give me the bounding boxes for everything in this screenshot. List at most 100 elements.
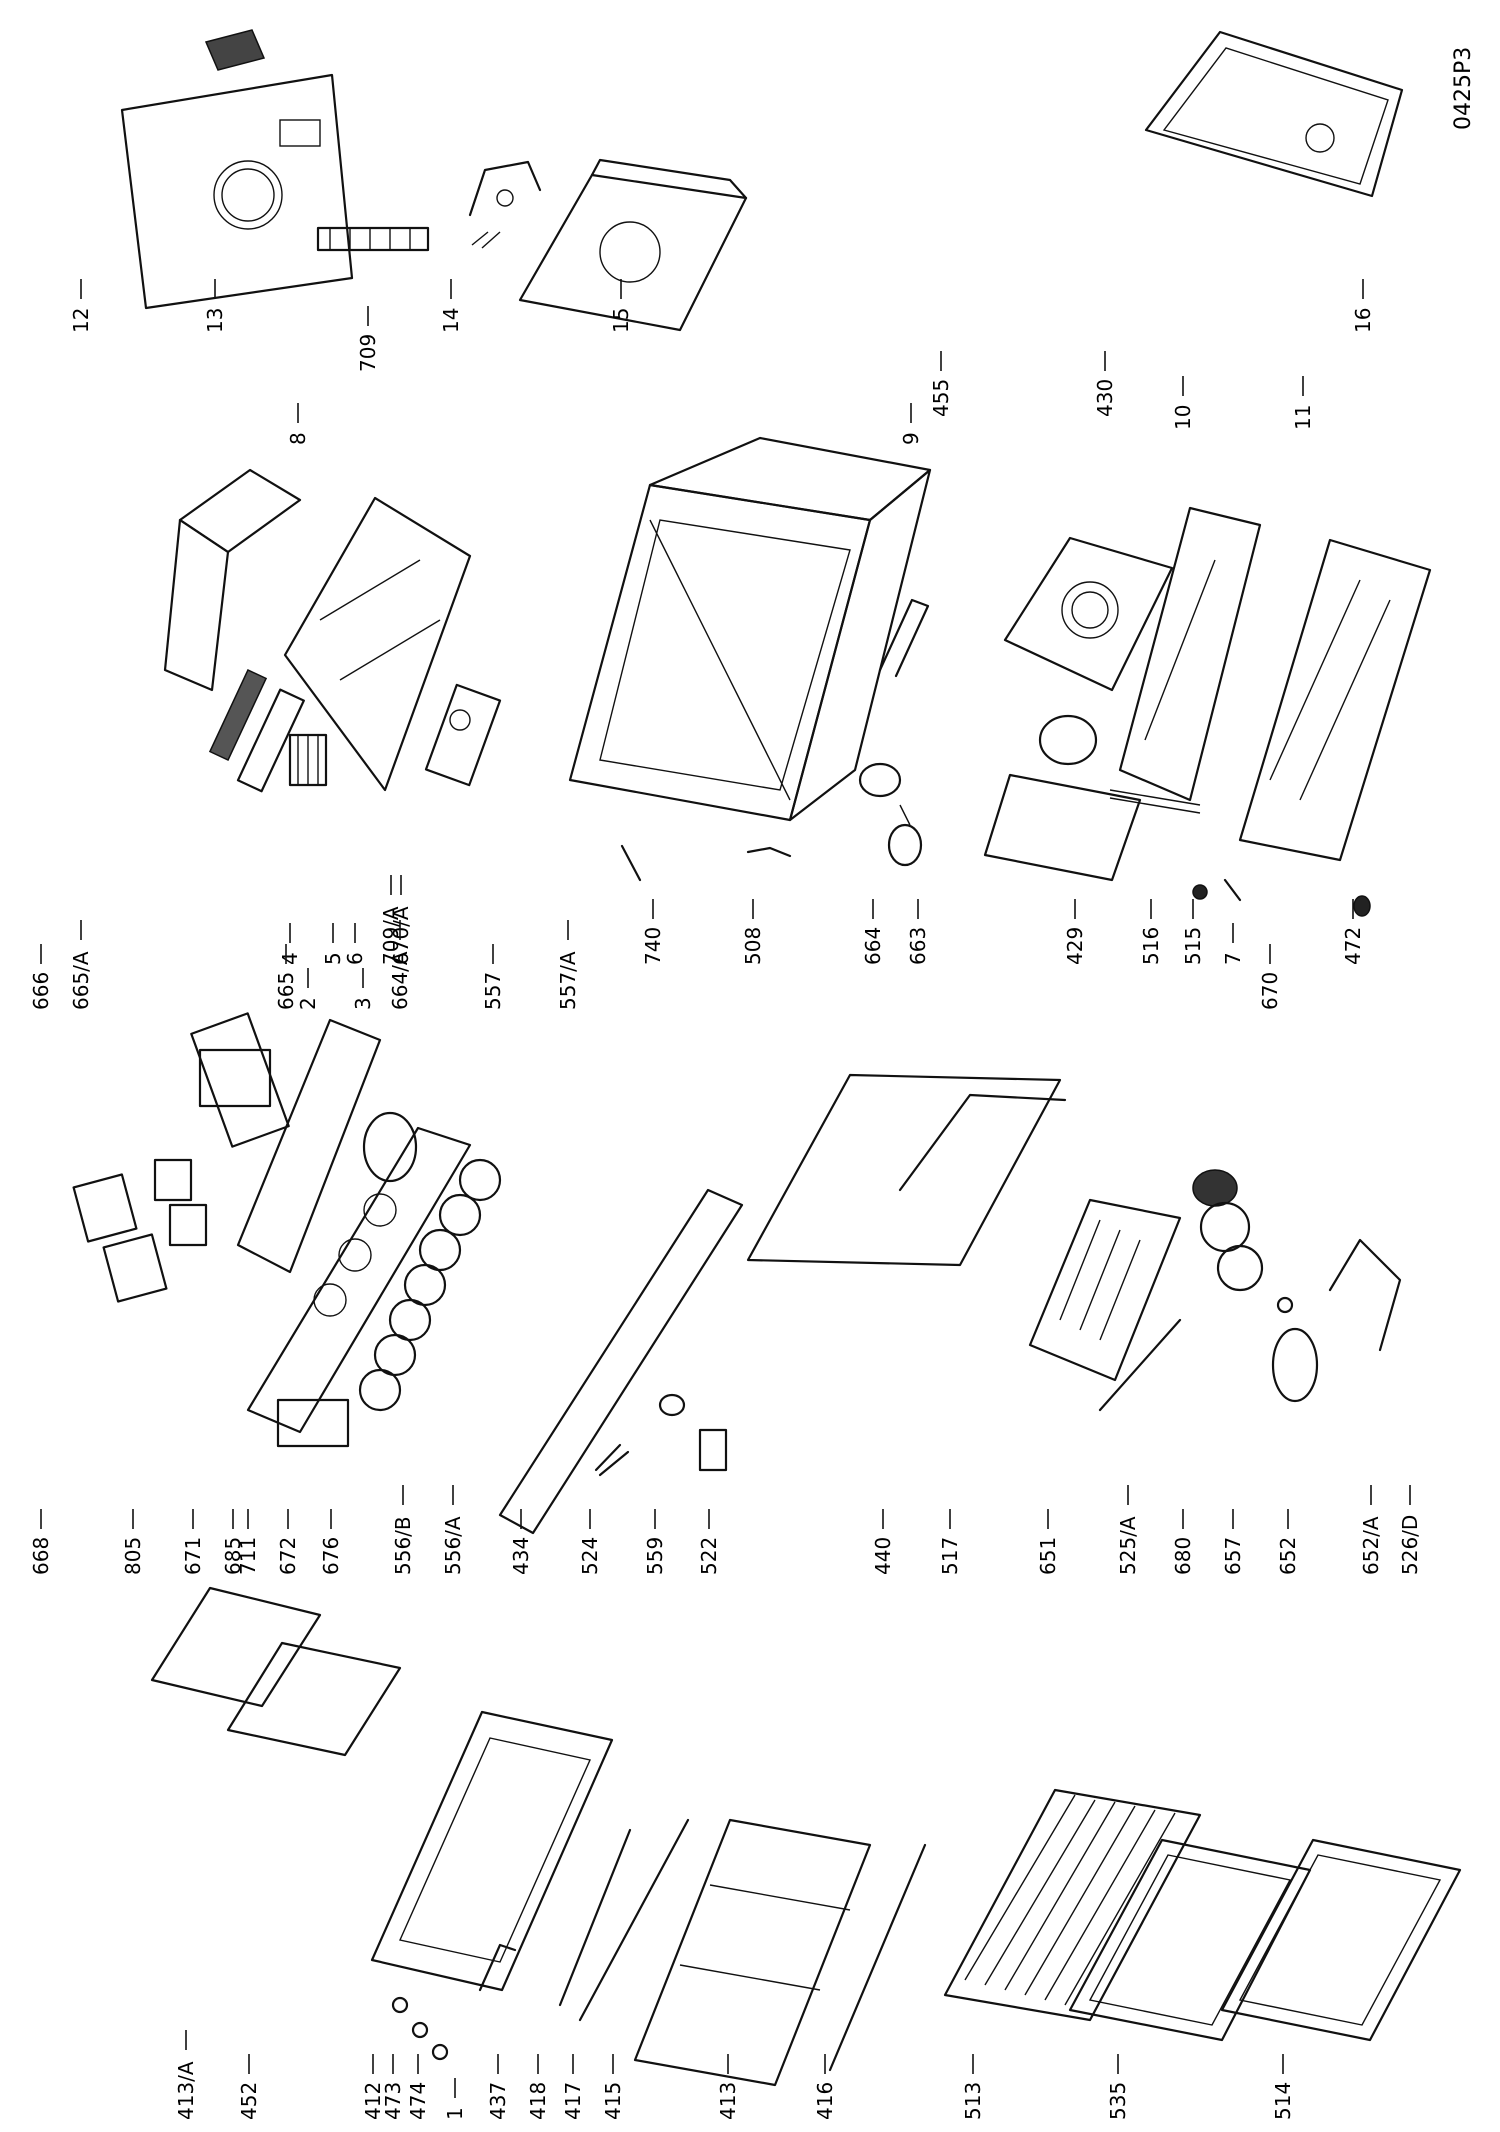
part-535-tray xyxy=(1068,1838,1312,2042)
part-label: 559 xyxy=(643,1537,667,1575)
part-472-knob xyxy=(1353,895,1371,917)
part-418-417-hinges xyxy=(558,1818,690,2022)
part-label: 413/A xyxy=(174,2061,198,2120)
part-9-handle xyxy=(878,598,930,678)
part-3-control-rail xyxy=(236,1018,382,1274)
part-label: 651 xyxy=(1036,1537,1060,1575)
part-label: 680 xyxy=(1171,1537,1195,1575)
part-12-grille xyxy=(204,29,266,71)
part-label: 6 xyxy=(343,952,367,965)
part-label: 652/A xyxy=(1359,1516,1383,1575)
part-label: 474 xyxy=(406,2082,430,2120)
part-label: 664/A xyxy=(388,951,412,1010)
part-label: 429 xyxy=(1063,927,1087,965)
part-oven-cavity xyxy=(568,436,932,822)
part-label: 1 xyxy=(443,2107,467,2120)
part-16-door-panel xyxy=(1144,30,1404,198)
part-label: 416 xyxy=(813,2082,837,2120)
part-651-grill-element xyxy=(1028,1198,1182,1382)
part-label: 13 xyxy=(203,308,227,333)
part-label: 665/A xyxy=(69,951,93,1010)
part-label: 525/A xyxy=(1116,1516,1140,1575)
part-label: 711 xyxy=(236,1537,260,1575)
part-label: 16 xyxy=(1351,308,1375,333)
part-label: 657 xyxy=(1221,1537,1245,1575)
part-14-bracket xyxy=(468,160,542,249)
part-label: 412 xyxy=(361,2082,385,2120)
part-label: 3 xyxy=(351,997,375,1010)
part-label: 805 xyxy=(121,1537,145,1575)
part-label: 668 xyxy=(29,1537,53,1575)
part-525a-rail xyxy=(1098,1318,1182,1412)
part-label: 709/A xyxy=(379,906,403,965)
part-label: 9 xyxy=(899,432,923,445)
part-label: 413 xyxy=(716,2082,740,2120)
part-label: 415 xyxy=(601,2082,625,2120)
part-label: 472 xyxy=(1341,927,1365,965)
part-517-element xyxy=(898,1093,1067,1192)
part-6-side-panel xyxy=(283,496,472,792)
part-452-gasket xyxy=(226,1641,402,1757)
part-label: 417 xyxy=(561,2082,585,2120)
part-label: 15 xyxy=(609,308,633,333)
part-label: 14 xyxy=(439,308,463,333)
part-label: 516 xyxy=(1139,927,1163,965)
part-668-666-thermostats xyxy=(72,1048,272,1303)
part-label: 437 xyxy=(486,2082,510,2120)
part-label: 524 xyxy=(578,1537,602,1575)
part-label: 452 xyxy=(237,2082,261,2120)
part-label: 666 xyxy=(29,972,53,1010)
part-11-bottom-panel xyxy=(1238,538,1432,862)
part-label: 515 xyxy=(1181,927,1205,965)
part-label: 434 xyxy=(509,1537,533,1575)
part-437-latch xyxy=(478,1943,517,1992)
part-664-663-lamp xyxy=(858,762,923,867)
part-8-top-cover xyxy=(163,468,302,692)
part-label: 455 xyxy=(929,379,953,417)
part-label: 670/A xyxy=(389,906,413,965)
part-515-7-screws xyxy=(1192,878,1242,902)
part-label: 670 xyxy=(1258,972,1282,1010)
part-label: 740 xyxy=(641,927,665,965)
part-412-door-frame xyxy=(370,1710,614,1992)
part-label: 517 xyxy=(938,1537,962,1575)
part-label: 473 xyxy=(381,2082,405,2120)
part-label: 440 xyxy=(871,1537,895,1575)
part-514-deep-tray xyxy=(1220,1838,1462,2042)
part-label: 557 xyxy=(481,972,505,1010)
part-416-strip xyxy=(828,1843,927,2072)
part-665-connector xyxy=(190,1012,290,1148)
part-label: 10 xyxy=(1171,405,1195,430)
part-label: 7 xyxy=(1221,952,1245,965)
part-label: 2 xyxy=(296,997,320,1010)
part-13-rear-panel xyxy=(120,73,354,310)
part-label: 514 xyxy=(1271,2082,1295,2120)
part-676-module xyxy=(276,1398,350,1448)
part-413-outer-door xyxy=(633,1818,872,2087)
part-670-680-657-fan xyxy=(1192,1169,1294,1314)
part-670a-fan-motor xyxy=(424,683,502,787)
part-label: 522 xyxy=(697,1537,721,1575)
part-label: 513 xyxy=(961,2082,985,2120)
part-709-terminal-strip xyxy=(316,226,430,252)
part-label: 526/D xyxy=(1398,1515,1422,1575)
part-434-fascia xyxy=(498,1188,744,1535)
part-label: 676 xyxy=(319,1537,343,1575)
part-557-556-knobs xyxy=(358,1158,502,1412)
part-label: 508 xyxy=(741,927,765,965)
part-label: 685 xyxy=(221,1537,245,1575)
part-label: 652 xyxy=(1276,1537,1300,1575)
part-513-wire-rack xyxy=(943,1788,1202,2022)
part-label: 535 xyxy=(1106,2082,1130,2120)
part-430-rear-cover-fan xyxy=(1003,536,1174,692)
part-473-474-1-hinge-parts xyxy=(391,1996,449,2061)
part-label: 418 xyxy=(526,2082,550,2120)
part-label: 664 xyxy=(861,927,885,965)
part-label: 5 xyxy=(321,952,345,965)
part-4-5-709a-terminal-blocks xyxy=(208,668,328,793)
part-652-ring-element xyxy=(1271,1238,1402,1403)
part-429-panel xyxy=(983,773,1201,882)
